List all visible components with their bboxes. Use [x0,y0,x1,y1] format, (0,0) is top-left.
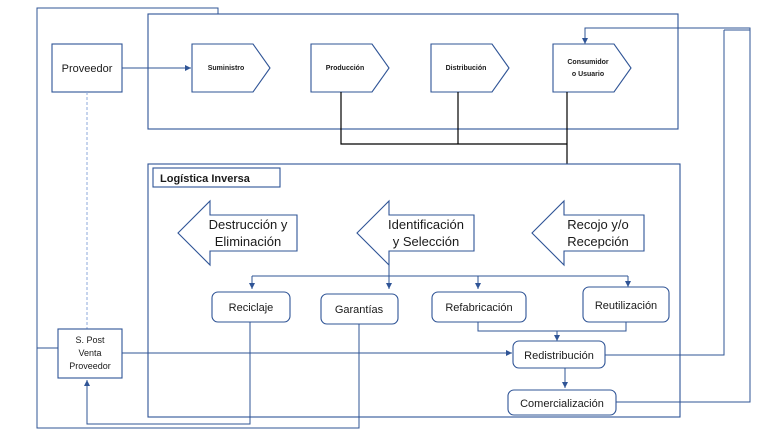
recojo-arrow-shape [531,199,645,267]
comercializacion-label: Comercialización [520,398,604,410]
destruccion-label-2: Eliminación [215,234,281,249]
identificacion-label-1: Identificación [388,217,464,232]
refabricacion-label: Refabricación [445,302,512,314]
destruccion-label-1: Destrucción y [209,217,288,232]
produccion-label: Producción [326,65,365,72]
spost-label-3: Proveedor [69,361,111,371]
spost-venta-box [57,328,123,379]
proveedor-label: Proveedor [62,63,113,75]
logistica-inversa-title: Logística Inversa [160,173,251,185]
reutilizacion-label: Reutilización [595,300,657,312]
refabricacion-box [431,291,527,323]
distribucion-label: Distribución [446,65,487,72]
produccion-collector-line [340,92,567,145]
recojo-label-1: Recojo y/o [567,217,628,232]
recojo-label-2: Recepción [567,234,628,249]
garantias-to-outer-loop [36,324,360,429]
suministro-label: Suministro [208,65,245,72]
consumidor-label-1: Consumidor [567,59,608,66]
redistribucion-label: Redistribución [524,350,594,362]
suministro-chevron [191,43,271,93]
garantias-label: Garantías [335,304,384,316]
identificacion-label-2: y Selección [393,234,459,249]
reciclaje-to-spost-loop [84,322,251,425]
reciclaje-label: Reciclaje [229,302,274,314]
spost-label-2: Venta [78,348,101,358]
redistribucion-to-right-loop [605,30,725,356]
consumidor-label-2: o Usuario [572,71,604,78]
comercializacion-to-outer-loop [616,355,751,403]
reutilizacion-to-redistribucion [557,322,627,332]
outer-right-loop-to-consumidor [582,27,751,355]
proveedor-box [51,43,123,93]
produccion-chevron [310,43,390,93]
spost-label-1: S. Post [75,335,105,345]
logistica-inversa-title-box [152,167,281,188]
destruccion-arrow-shape [177,199,298,267]
reciclaje-box [211,291,291,323]
refabricacion-to-redistribucion [477,322,560,341]
identificacion-arrow-shape [356,199,475,267]
consumidor-chevron [552,43,632,93]
distribucion-chevron [430,43,510,93]
